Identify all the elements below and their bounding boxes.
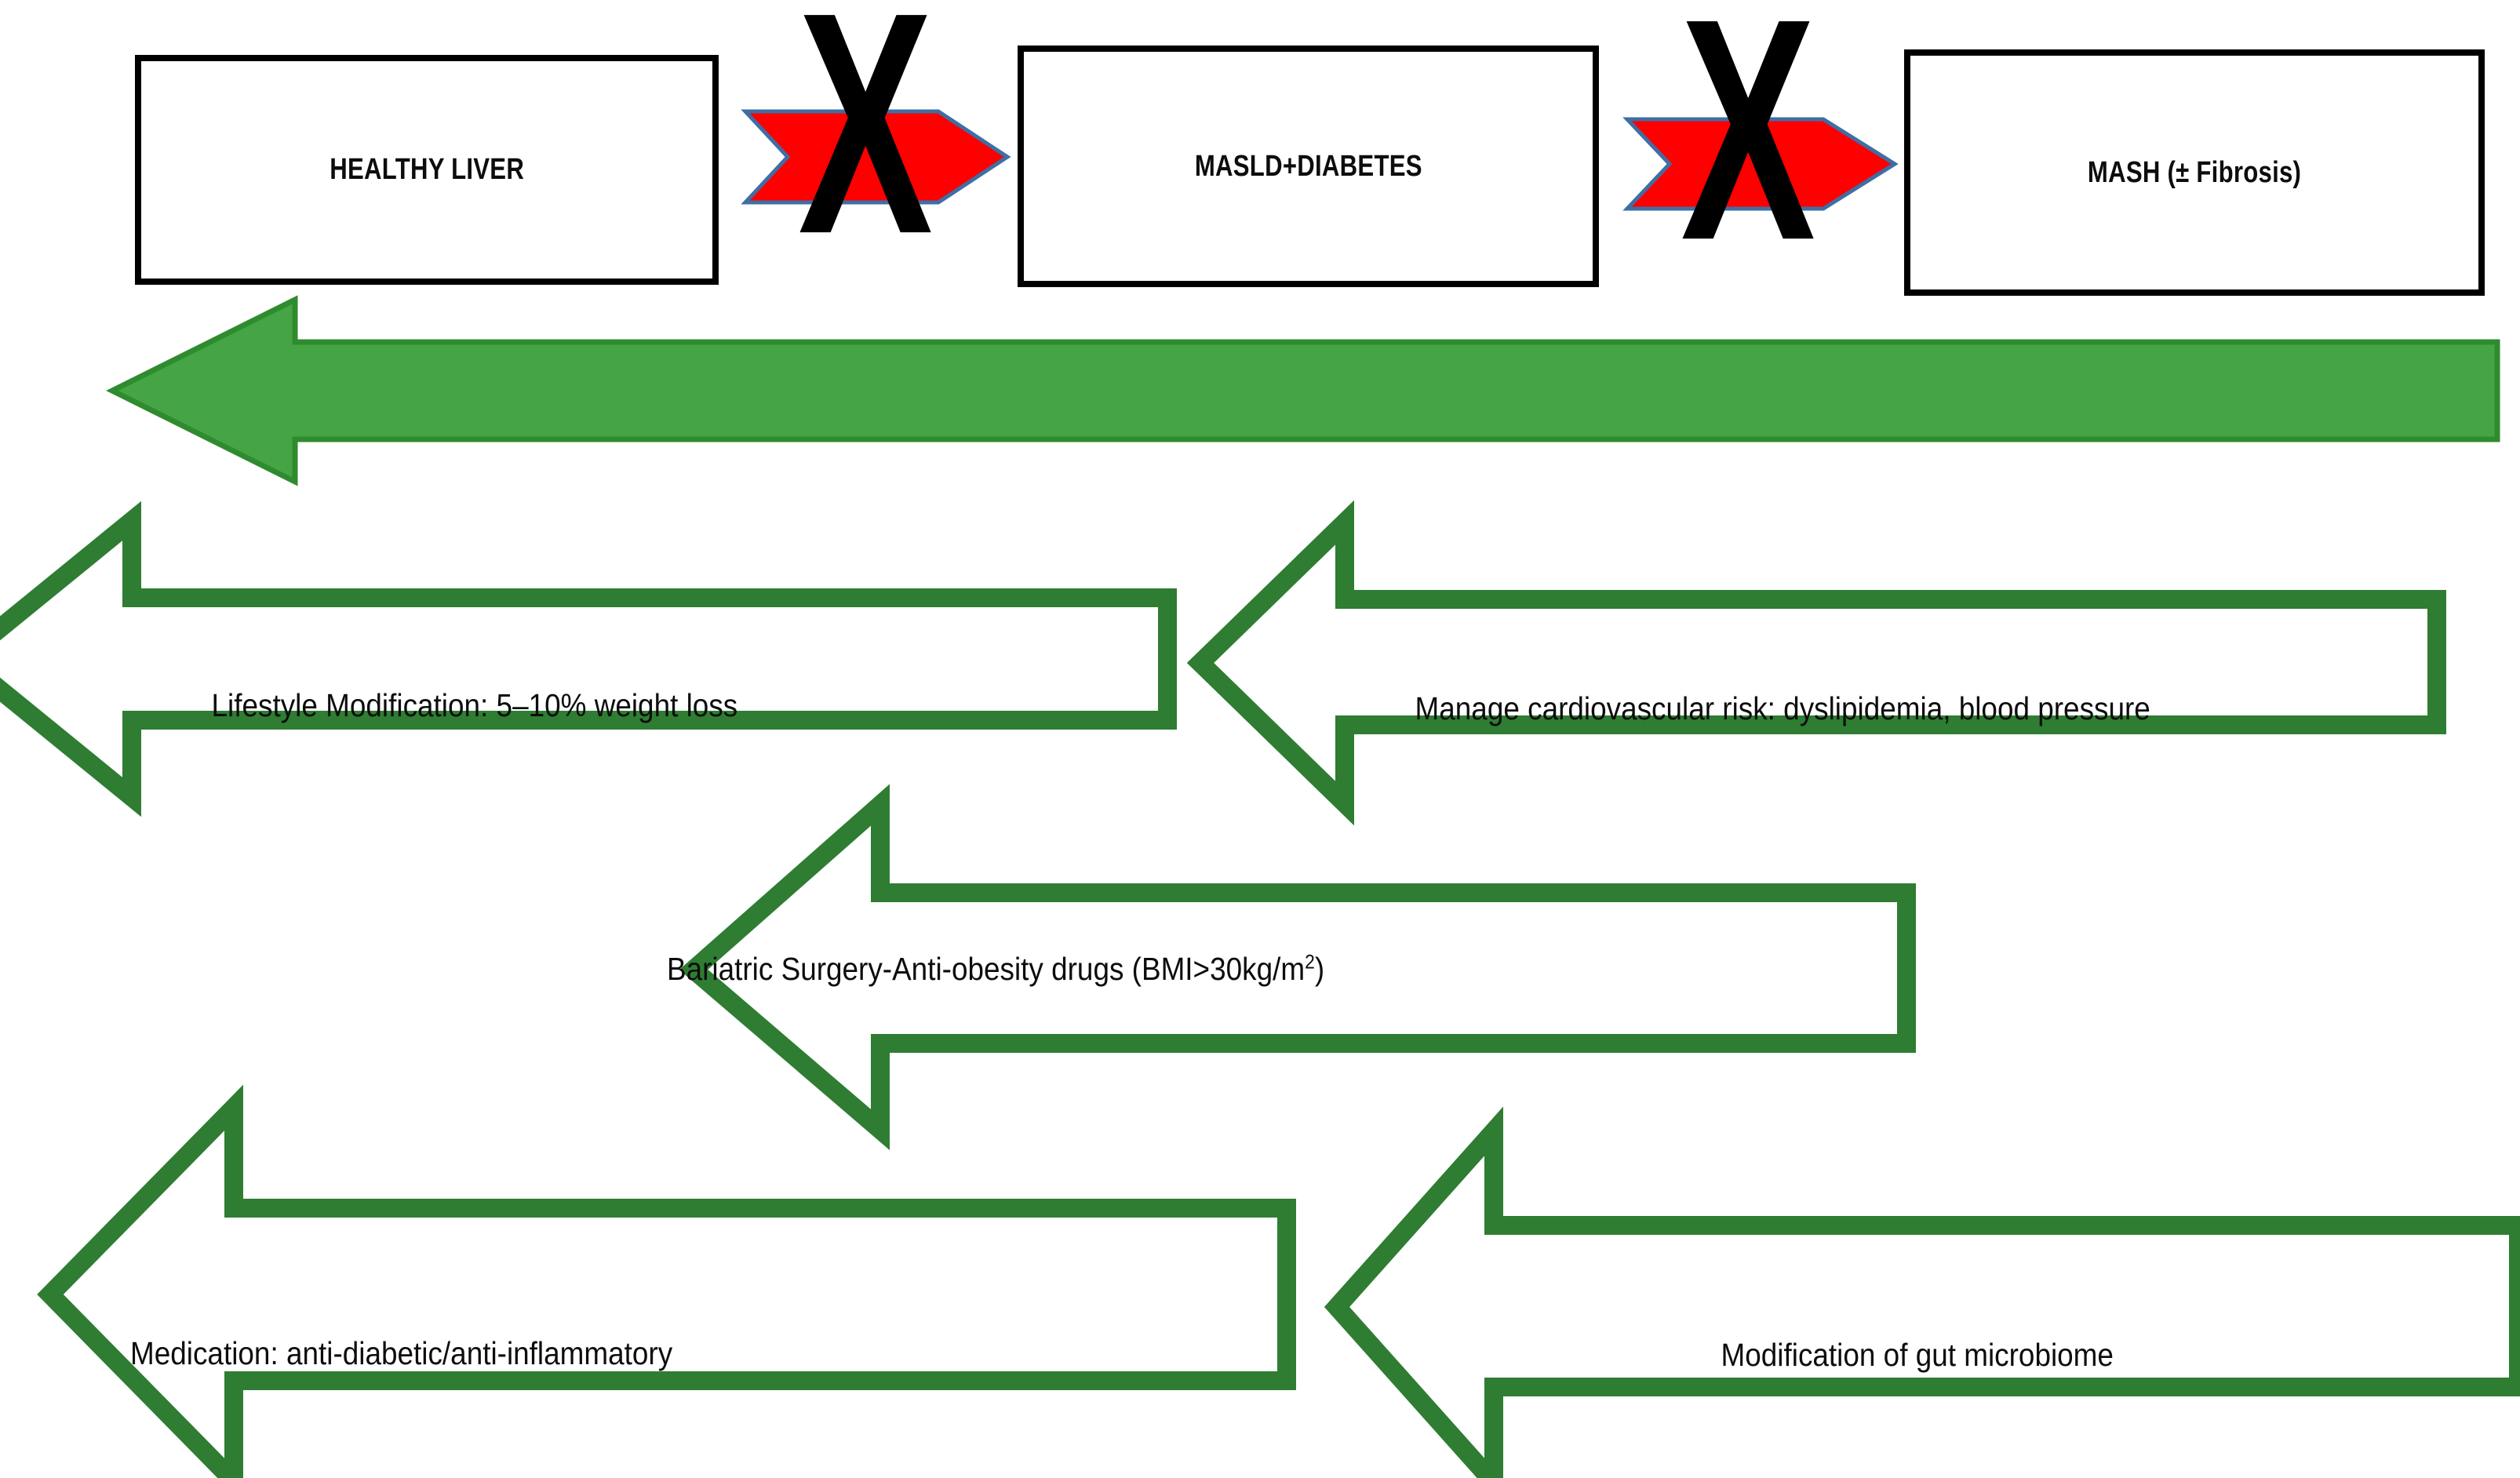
block-x-icon-2: X	[1681, 0, 1815, 306]
intervention-arrow-shape-lifestyle	[0, 501, 1177, 817]
progression-arrow-2-group	[1622, 117, 1899, 211]
stage-label-mash-fibrosis: MASH (± Fibrosis)	[2087, 155, 2302, 189]
intervention-medication: Medication: anti-diabetic/anti-inflammat…	[37, 1084, 1296, 1478]
intervention-arrow-shape-microbiome	[1324, 1106, 2520, 1478]
stage-box-masld-diabetes: MASLD+DIABETES	[1018, 46, 1599, 287]
stage-label-masld-diabetes: MASLD+DIABETES	[1194, 149, 1422, 183]
intervention-arrow-shape-bariatric	[679, 784, 1916, 1151]
intervention-cardiovascular-risk: Manage cardiovascular risk: dyslipidemia…	[1186, 500, 2446, 826]
reversal-arrow-shape	[106, 295, 2500, 486]
intervention-lifestyle-modification: Lifestyle Modification: 5–10% weight los…	[0, 501, 1177, 817]
red-chevron-arrow-2	[1622, 117, 1899, 211]
stage-box-mash-fibrosis: MASH (± Fibrosis)	[1904, 49, 2485, 296]
intervention-arrow-shape-cardiovascular	[1186, 500, 2446, 826]
intervention-arrow-shape-medication	[37, 1084, 1296, 1478]
red-chevron-arrow-1	[741, 109, 1011, 205]
intervention-bariatric-surgery: Bariatric Surgery-Anti-obesity drugs (BM…	[667, 784, 1916, 1151]
progression-arrow-1-group	[741, 109, 1011, 205]
stage-label-healthy-liver: HEALTHY LIVER	[330, 153, 524, 186]
intervention-gut-microbiome: Modification of gut microbiome	[1324, 1106, 2520, 1478]
block-x-icon-1: X	[798, 0, 933, 300]
reversal-arrow	[106, 295, 2500, 486]
stage-box-healthy-liver: HEALTHY LIVER	[135, 55, 719, 285]
